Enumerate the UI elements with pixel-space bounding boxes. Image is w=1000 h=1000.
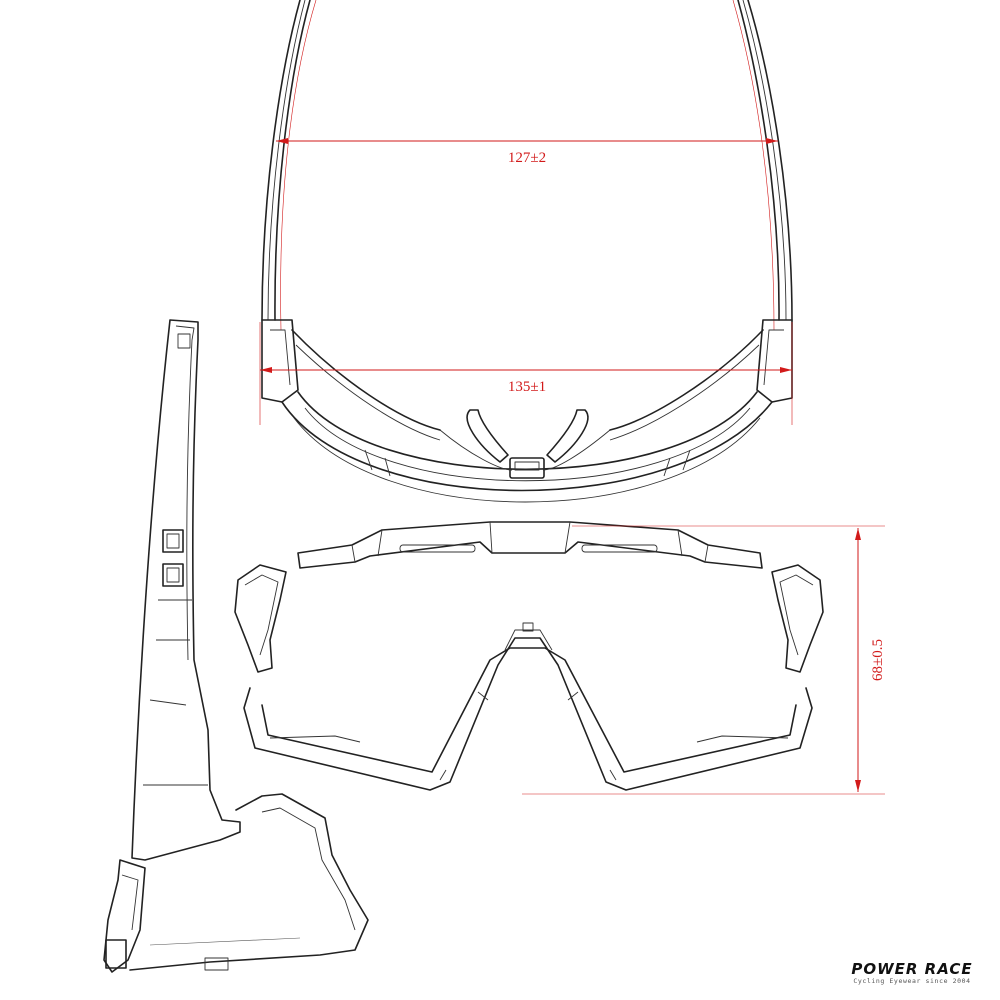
front-view-left-side <box>234 564 287 673</box>
front-view-brow-bar <box>297 521 763 569</box>
side-view-button-upper <box>162 529 184 553</box>
side-view-lens <box>129 793 369 971</box>
dimension-frame-width: 135±1 <box>259 322 793 425</box>
dimension-label-frame-width: 135±1 <box>508 379 546 395</box>
top-view <box>261 0 793 503</box>
top-view-frame-front <box>281 401 773 492</box>
front-view-right-side <box>771 564 824 673</box>
brand-logo: POWER RACE Cycling Eyewear since 2004 <box>842 961 982 986</box>
top-view-right-temple <box>747 0 793 321</box>
top-view-left-temple <box>261 0 301 321</box>
dimension-temple-width: 127±2 <box>276 138 778 166</box>
front-view-lens-shield <box>243 637 813 791</box>
brand-name: POWER RACE <box>851 960 973 978</box>
dimension-lens-height: 68±0.5 <box>522 525 886 795</box>
dimension-label-temple-width: 127±2 <box>508 150 546 166</box>
brand-tagline: Cycling Eyewear since 2004 <box>853 977 971 985</box>
side-view-temple-arm <box>131 319 241 861</box>
side-view <box>103 319 369 973</box>
top-view-nose-pad-right <box>546 409 589 463</box>
top-view-nose-pad-left <box>466 409 509 463</box>
dimension-label-lens-height: 68±0.5 <box>870 639 886 681</box>
top-view-left-hinge <box>261 319 299 403</box>
front-view <box>234 521 824 791</box>
top-view-right-hinge <box>756 319 793 403</box>
side-view-hinge <box>103 859 146 973</box>
side-view-button-lower <box>162 563 184 587</box>
